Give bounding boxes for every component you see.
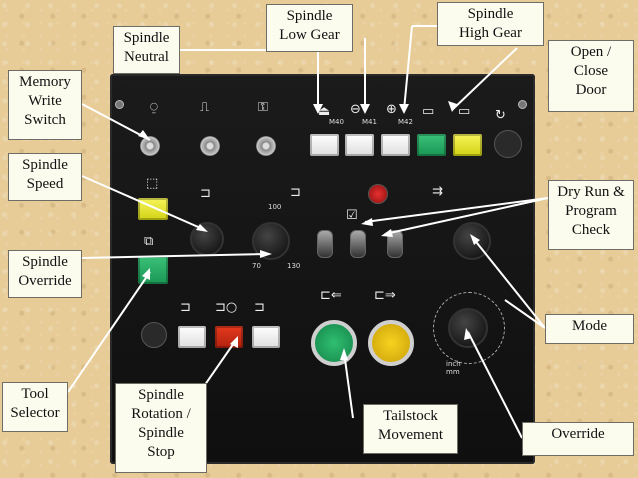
override-knob[interactable] — [448, 308, 488, 348]
label-memory-write-switch: Memory Write Switch — [8, 70, 82, 140]
label-open-close-door: Open / Close Door — [548, 40, 634, 112]
tool-selector-button[interactable] — [138, 256, 168, 284]
door-icon: ▭ — [458, 104, 471, 119]
m41-label: M41 — [362, 118, 377, 126]
yellow-button[interactable] — [138, 198, 168, 220]
program-key-switch[interactable] — [200, 136, 220, 156]
label-spindle-rotation-stop: Spindle Rotation / Spindle Stop — [115, 383, 207, 473]
memory-write-key-switch[interactable] — [140, 136, 160, 156]
tailstock-icon: ⊏⇒ — [374, 288, 396, 303]
speed-70-label: 70 — [252, 262, 261, 270]
spindle-stop-icon: ⊐○ — [215, 300, 238, 315]
spindle-reverse-icon: ⊐ — [254, 300, 265, 315]
tailstock-advance-button[interactable] — [311, 320, 357, 366]
speed-130-label: 130 — [287, 262, 301, 270]
spindle-high-gear-button[interactable] — [381, 134, 410, 156]
machine-lock-icon: ⚿ — [258, 100, 268, 115]
label-spindle-speed: Spindle Speed — [8, 153, 82, 201]
label-mode: Mode — [545, 314, 634, 344]
label-dry-run-program-check: Dry Run & Program Check — [548, 180, 634, 250]
plus-circle-icon: ⊕ — [386, 102, 397, 117]
inch-mm-label: inch mm — [446, 360, 461, 376]
label-spindle-neutral: Spindle Neutral — [113, 26, 180, 74]
label-spindle-low-gear: Spindle Low Gear — [266, 4, 353, 52]
spindle-neutral-button[interactable] — [310, 134, 339, 156]
spindle-stop-button[interactable] — [215, 326, 243, 348]
label-override: Override — [522, 422, 634, 456]
door-open-button[interactable] — [417, 134, 446, 156]
program-check-toggle[interactable] — [387, 230, 403, 258]
spindle-icon: ⊐ — [200, 186, 211, 201]
mode-arrows-icon: ⇉ — [432, 184, 443, 199]
label-spindle-override: Spindle Override — [8, 250, 82, 298]
m42-label: M42 — [398, 118, 413, 126]
tool-selector-icon: ⧉ — [144, 234, 154, 249]
dry-run-toggle[interactable] — [350, 230, 366, 258]
memory-icon: ⍜ — [150, 100, 158, 115]
toggle-switch[interactable] — [317, 230, 333, 258]
spindle-override-knob[interactable] — [252, 222, 290, 260]
rotate-icon: ↻ — [495, 108, 506, 123]
spindle-speed-knob[interactable] — [190, 222, 224, 256]
m40-label: M40 — [329, 118, 344, 126]
lock-key-switch[interactable] — [256, 136, 276, 156]
label-tailstock-movement: Tailstock Movement — [363, 404, 458, 454]
mode-selector-knob[interactable] — [453, 222, 491, 260]
label-tool-selector: Tool Selector — [2, 382, 68, 432]
tailstock-retract-button[interactable] — [368, 320, 414, 366]
round-button[interactable] — [141, 322, 167, 348]
spindle-neutral-icon: ⏏ — [318, 104, 331, 119]
spindle-low-gear-button[interactable] — [345, 134, 374, 156]
tool-icon: ⬚ — [146, 176, 159, 191]
door-icon: ▭ — [422, 104, 435, 119]
speed-100-label: 100 — [268, 203, 282, 211]
round-button[interactable] — [494, 130, 522, 158]
spindle-forward-icon: ⊐ — [180, 300, 191, 315]
program-protect-icon: ⎍ — [200, 100, 210, 115]
spindle-forward-button[interactable] — [178, 326, 206, 348]
panel-screw — [518, 100, 527, 109]
label-spindle-high-gear: Spindle High Gear — [437, 2, 544, 46]
tailstock-icon: ⊏⇐ — [320, 288, 342, 303]
check-icon: ☑ — [346, 208, 358, 223]
panel-screw — [115, 100, 124, 109]
door-close-button[interactable] — [453, 134, 482, 156]
red-indicator-lamp — [368, 184, 388, 204]
spindle-reverse-button[interactable] — [252, 326, 280, 348]
minus-circle-icon: ⊖ — [350, 102, 361, 117]
spindle-icon: ⊐ — [290, 185, 301, 200]
